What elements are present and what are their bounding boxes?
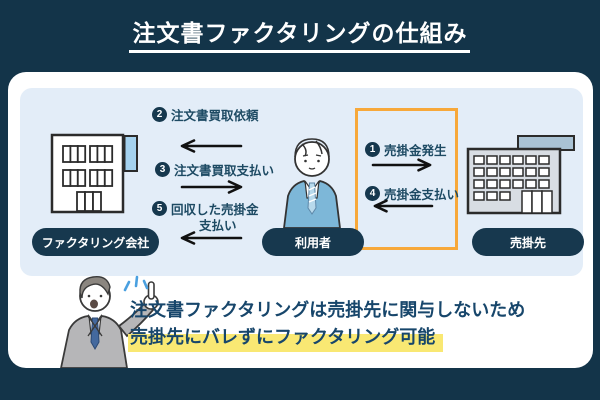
highlight-bar xyxy=(128,334,444,352)
emphasis-box xyxy=(355,108,458,250)
sparkle-icon xyxy=(123,275,149,292)
step-1-badge: 1 xyxy=(365,142,380,157)
title-underline xyxy=(129,50,470,53)
step-2-badge: 2 xyxy=(152,107,167,122)
flow-step-4-label: 売掛金支払い xyxy=(384,188,460,202)
arrow-right-icon xyxy=(180,180,245,194)
flow-step-3-label: 注文書買取支払い xyxy=(174,164,275,178)
note-line1: 注文書ファクタリングは売掛先に関与しないため xyxy=(130,300,526,320)
flow-step-2: 2 注文書買取依頼 xyxy=(152,105,259,124)
step-4-badge: 4 xyxy=(365,186,380,201)
user-pill: 利用者 xyxy=(262,228,364,256)
arrow-left-icon xyxy=(178,231,243,245)
client-building-icon xyxy=(466,135,576,215)
content-card: ファクタリング会社 利用者 売掛先 2 注文書買取依頼 3 注文書買取支払い 5… xyxy=(8,72,593,368)
factoring-company-label: ファクタリング会社 xyxy=(41,235,150,250)
arrow-left-icon xyxy=(371,199,434,213)
factoring-company-building-icon xyxy=(50,132,142,214)
flow-step-3: 3 注文書買取支払い xyxy=(155,160,274,179)
arrow-left-icon xyxy=(178,139,243,153)
note-line2-text: 売掛先にバレずにファクタリング可能 xyxy=(130,327,436,347)
factoring-company-pill: ファクタリング会社 xyxy=(32,228,159,256)
flow-step-4: 4 売掛金支払い xyxy=(365,184,459,203)
flow-step-5-label: 回収した売掛金 xyxy=(171,203,259,217)
user-label: 利用者 xyxy=(294,235,331,250)
step-3-badge: 3 xyxy=(155,162,170,177)
page-title: 注文書ファクタリングの仕組み xyxy=(132,20,468,46)
advisor-person-icon xyxy=(33,274,181,368)
flow-step-1: 1 売掛金発生 xyxy=(365,140,447,159)
note-text: 注文書ファクタリングは売掛先に関与しないため 売掛先にバレずにファクタリング可能 xyxy=(128,297,526,352)
flow-step-5-label-line2: 支払い xyxy=(199,219,237,233)
flow-step-5: 5 回収した売掛金 xyxy=(152,199,259,218)
client-label: 売掛先 xyxy=(509,235,546,250)
note-line2: 売掛先にバレずにファクタリング可能 xyxy=(128,324,444,352)
user-person-icon xyxy=(276,134,348,229)
client-pill: 売掛先 xyxy=(472,228,584,256)
flow-step-2-label: 注文書買取依頼 xyxy=(171,109,259,123)
arrow-right-icon xyxy=(371,158,434,172)
step-5-badge: 5 xyxy=(152,201,167,216)
flow-step-1-label: 売掛金発生 xyxy=(384,144,447,158)
